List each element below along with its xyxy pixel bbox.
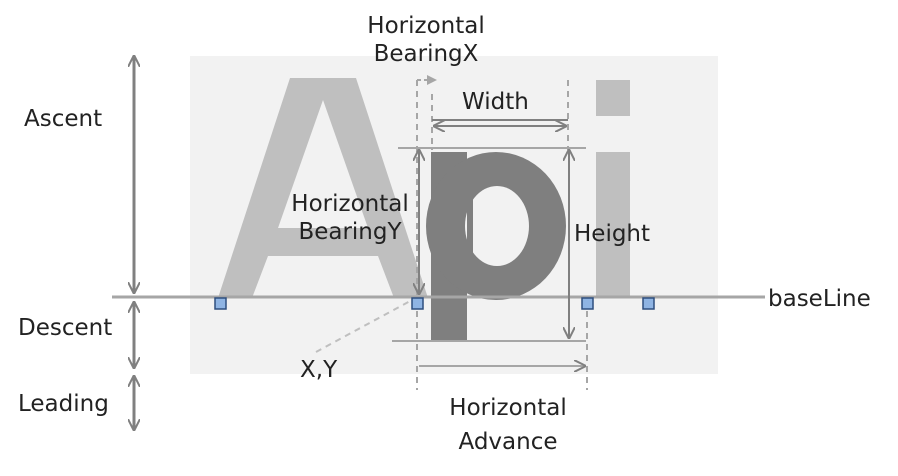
glyph-i-shape <box>596 80 630 298</box>
origin-marker <box>581 297 594 310</box>
horizontal-advance-label: Horizontal Advance <box>438 391 578 459</box>
origin-marker <box>411 297 424 310</box>
horizontal-bearing-x-label-line1: Horizontal <box>367 13 485 39</box>
leading-label: Leading <box>18 391 109 417</box>
horizontal-advance-label-line2: Advance <box>458 429 558 455</box>
horizontal-bearing-y-label: Horizontal BearingY <box>280 190 420 246</box>
horizontal-bearing-x-label-line2: BearingX <box>373 41 479 67</box>
horizontal-bearing-y-label-line1: Horizontal <box>291 191 409 217</box>
width-label: Width <box>462 89 529 115</box>
horizontal-bearing-y-label-line2: BearingY <box>298 219 402 245</box>
horizontal-advance-label-line1: Horizontal <box>449 395 567 421</box>
glyph-p-shape <box>426 152 566 342</box>
height-label: Height <box>574 221 651 247</box>
descent-label: Descent <box>18 315 113 341</box>
ascent-label: Ascent <box>24 106 103 132</box>
horizontal-bearing-x-label: Horizontal BearingX <box>356 12 496 68</box>
origin-label: X,Y <box>300 357 338 383</box>
origin-marker <box>214 297 227 310</box>
baseline-label: baseLine <box>768 286 871 312</box>
origin-marker <box>642 297 655 310</box>
